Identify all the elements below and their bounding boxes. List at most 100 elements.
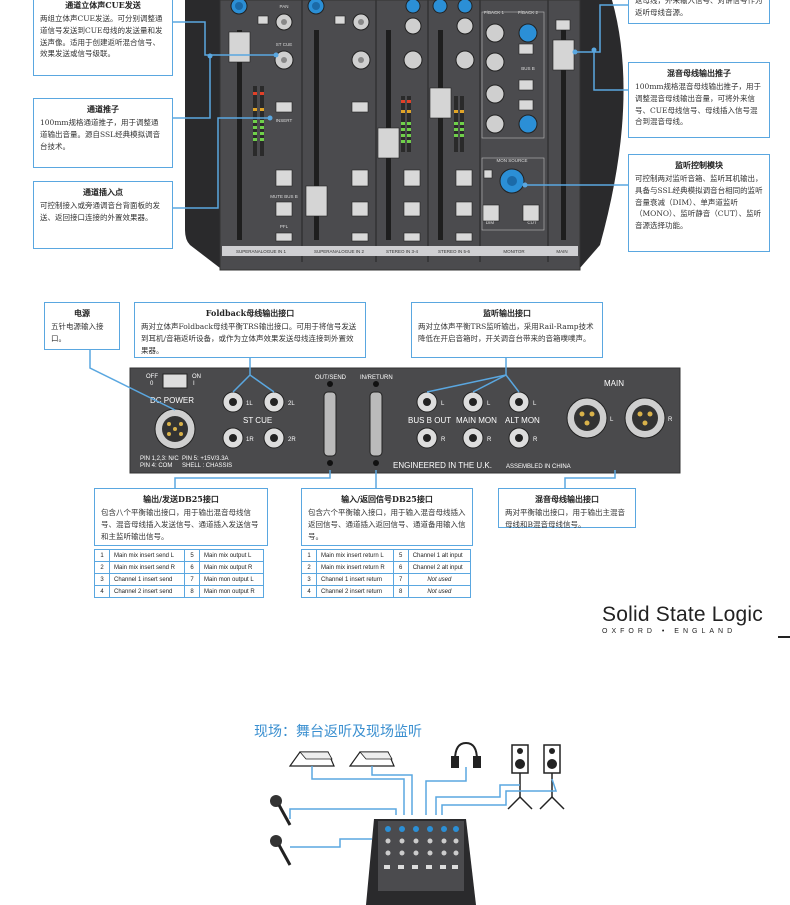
console-top-panel: SUPERANALOGUE IN 1 SUPERANALOGUE IN 2 ST… [172, 0, 628, 271]
dc-power-label: DC POWER [150, 396, 194, 405]
assembled-label: ASSEMBLED IN CHINA [506, 464, 571, 470]
callout-title: 通道立体声CUE发送 [65, 0, 141, 10]
pins-text-2: PIN 4: COM [140, 463, 172, 469]
main-label: MAIN [604, 379, 624, 388]
xlr-outputs[interactable] [566, 397, 666, 439]
insert-label: INSERT [276, 118, 293, 123]
jack-2l: 2L [288, 401, 295, 407]
callout-foldback-continued: 返母线，外来输入信号、对讲信号作为 返听母线音源。 [628, 0, 770, 24]
altmon-l: L [533, 401, 537, 407]
microphone-icon [270, 795, 292, 826]
pfl-label: PFL [280, 224, 289, 229]
jack-1l: 1L [246, 401, 253, 407]
callout-power: 电源 五针电源输入接口。 [44, 302, 120, 350]
mixer-icon [366, 819, 476, 905]
headphones-icon [451, 741, 481, 768]
callout-body: 返母线，外来输入信号、对讲信号作为 返听母线音源。 [635, 0, 763, 17]
mainmon-r: R [487, 437, 492, 443]
main-l: L [610, 417, 614, 423]
rear-panel-diagram: OFF 0 ON I DC POWER PIN 1,2,3: N/C PIN 4… [89, 348, 681, 474]
callout-body: 100mm规格通道推子，用于调整通道输出音量。源自SSL经典模拟调音台技术。 [40, 118, 161, 151]
callout-body: 两对立体声Foldback母线平衡TRS输出接口。可用于将信号发送到耳机/音箱返… [141, 322, 357, 355]
callout-title: 监听输出接口 [483, 308, 531, 318]
callout-title: 通道推子 [87, 104, 119, 114]
brand-logo: Solid State Logic OXFORD • ENGLAND [602, 603, 763, 635]
pins-text-4: SHELL : CHASSIS [182, 463, 232, 469]
rear-bottom-connectors [174, 470, 616, 488]
callout-body: 可控制接入或旁通调音台背面板的发送、返回接口连接的外置效果器。 [40, 201, 160, 223]
busb-label: BUS B [521, 66, 535, 71]
brand-name: Solid State Logic [602, 603, 764, 626]
callout-title: 输入/返回信号DB25接口 [341, 494, 433, 504]
buttons[interactable] [257, 15, 571, 242]
strip-label-1: SUPERANALOGUE IN 1 [236, 249, 287, 254]
callout-body: 100mm规格混音母线输出推子，用于调整混音母线输出音量，可将外来信号、CUE母… [635, 82, 762, 127]
in-return-label: IN/RETURN [360, 375, 393, 381]
callout-monitor-control: 监听控制模块 可控制两对监听音箱、监听耳机输出，具备与SSL经典模拟调音台相同的… [628, 154, 770, 252]
cut-label: CUT [527, 220, 536, 225]
strip-label-5: MONITOR [503, 249, 525, 254]
busb-l: L [441, 401, 445, 407]
mute-bus-label: MUTE BUS B [270, 194, 298, 199]
fback1-label: F/BACK 1 [484, 10, 505, 15]
main-mon-label: MAIN MON [456, 416, 497, 425]
callout-title: 输出/发送DB25接口 [143, 494, 219, 504]
pins-text-1: PIN 1,2,3: N/C [140, 456, 179, 462]
callout-title: 混音母线输出接口 [535, 494, 599, 504]
busb-out-label: BUS B OUT [408, 416, 451, 425]
out-send-label: OUT/SEND [315, 375, 347, 381]
live-setup-diagram [270, 741, 565, 905]
strip-label-4: STEREO IN 5-6 [438, 249, 471, 254]
callout-body: 两对平衡输出接口，用于输出主混音母线和B混音母线信号。 [505, 508, 625, 530]
st-cue-label: ST CUE [243, 416, 272, 425]
engineered-label: ENGINEERED IN THE U.K. [393, 461, 492, 470]
divider [778, 636, 790, 638]
callout-title: 电源 [74, 308, 90, 318]
microphone-icon [270, 835, 292, 866]
pins-text-3: PIN 5: +15V/3.3A [182, 456, 229, 462]
mon-source-label: MON SOURCE [496, 158, 527, 163]
db25-out[interactable] [323, 391, 337, 457]
brand-sub: OXFORD • ENGLAND [602, 628, 737, 635]
power-switch[interactable] [162, 373, 188, 389]
jack-1r: 1R [246, 437, 254, 443]
callout-body: 包含八个平衡输出接口，用于输出混音母线信号、混音母线插入发送信号、通道插入发送信… [101, 508, 259, 541]
on-n-label: I [193, 381, 195, 387]
busb-r: R [441, 437, 446, 443]
altmon-r: R [533, 437, 538, 443]
callout-channel-fader: 通道推子 100mm规格通道推子，用于调整通道输出音量。源自SSL经典模拟调音台… [33, 98, 173, 168]
callout-title: 通道插入点 [83, 187, 123, 197]
callout-foldback-out: Foldback母线输出接口 两对立体声Foldback母线平衡TRS输出接口。… [134, 302, 366, 358]
live-section-title: 现场：舞台返听及现场监听 [254, 724, 422, 740]
db25-in[interactable] [369, 391, 383, 457]
strip-label-6: MAIN [556, 249, 567, 254]
alt-mon-label: ALT MON [505, 416, 540, 425]
output-jacks[interactable] [416, 391, 530, 449]
off-n-label: 0 [150, 381, 154, 387]
callout-db25-out: 输出/发送DB25接口 包含八个平衡输出接口，用于输出混音母线信号、混音母线插入… [94, 488, 268, 546]
callout-body: 两对立体声平衡TRS监听输出，采用Rail-Ramp技术降低在开启音箱时，开关调… [418, 322, 594, 344]
callout-db25-in: 输入/返回信号DB25接口 包含六个平衡输入接口，用于输入混音母线插入返回信号、… [301, 488, 473, 546]
callout-channel-insert: 通道插入点 可控制接入或旁通调音台背面板的发送、返回接口连接的外置效果器。 [33, 181, 173, 249]
callout-body: 包含六个平衡输入接口，用于输入混音母线插入返回信号、通道插入返回信号、通道备用输… [308, 508, 466, 541]
callout-body: 可控制两对监听音箱、监听耳机输出，具备与SSL经典模拟调音台相同的监听音量衰减（… [635, 174, 763, 230]
wedge-monitor-icon [288, 751, 335, 767]
off-label: OFF [146, 374, 158, 380]
knob-row[interactable] [230, 0, 538, 194]
dim-label: DIM [486, 220, 495, 225]
strip-label-3: STEREO IN 3-4 [386, 249, 419, 254]
callout-title: Foldback母线输出接口 [205, 308, 295, 318]
main-r: R [668, 417, 673, 423]
on-label: ON [192, 374, 201, 380]
callout-body: 五针电源输入接口。 [51, 322, 104, 344]
